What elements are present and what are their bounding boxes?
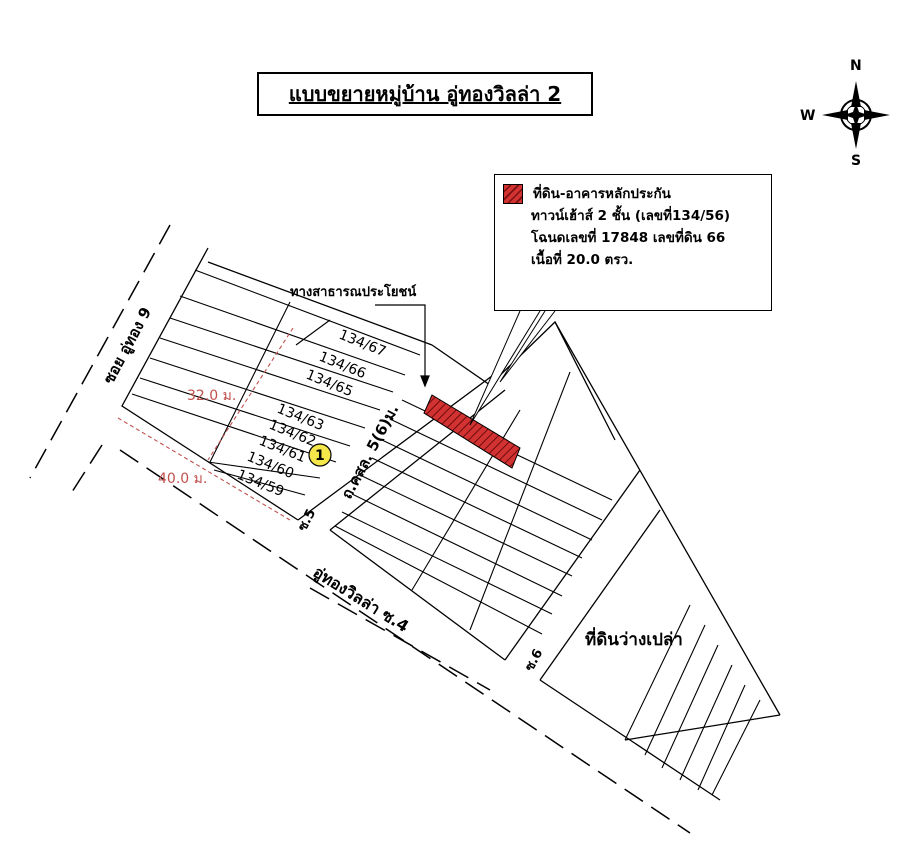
marker-1[interactable]: 1 (308, 443, 332, 467)
map-title-box: แบบขยายหมู่บ้าน อู่ทองวิลล่า 2 (257, 72, 593, 116)
ks-road-label: ถ.คสล. 5(6)ม. (338, 401, 403, 502)
far-block-lots (624, 604, 761, 796)
soi5-label: ซ.5 (295, 507, 319, 534)
legend-row: ที่ดิน-อาคารหลักประกัน (503, 183, 763, 205)
public-way-label: ทางสาธารณประโยชน์ (290, 283, 416, 300)
main-road-label: อู่ทองวิลล่า ซ.4 (309, 562, 412, 637)
legend-line-1: ที่ดิน-อาคารหลักประกัน (533, 186, 671, 202)
compass-w-label: W (800, 108, 815, 124)
legend-swatch (503, 184, 523, 204)
legend-box: ที่ดิน-อาคารหลักประกัน ทาวน์เฮ้าส์ 2 ชั้… (494, 174, 772, 311)
width-dimension-label: 32.0 ม. (187, 388, 236, 404)
legend-line-3: โฉนดเลขที่ 17848 เลขที่ดิน 66 (531, 230, 726, 246)
legend-line-2: ทาวน์เฮ้าส์ 2 ชั้น (เลขที่134/56) (531, 208, 731, 224)
right-block-lots (334, 371, 613, 635)
legend-pointer (469, 310, 556, 426)
marker-1-label: 1 (315, 448, 325, 464)
legend-line-4: เนื้อที่ 20.0 ตรว. (531, 252, 634, 268)
soi6-label: ซ.6 (522, 647, 546, 674)
lot-label: 134/67 (337, 327, 389, 360)
left-block-lots (131, 269, 421, 496)
block-outlines (121, 247, 781, 801)
collateral-plot[interactable] (423, 394, 521, 469)
public-way-arrow (375, 304, 430, 388)
compass-s-label: S (851, 153, 861, 169)
length-dimension-label: 40.0 ม. (158, 471, 207, 487)
soi9-label: ซอย อู่ทอง 9 (100, 304, 156, 387)
dimension-lines (117, 327, 294, 521)
road-boundaries (29, 224, 691, 834)
empty-land-label: ที่ดินว่างเปล่า (585, 627, 683, 650)
map-title: แบบขยายหมู่บ้าน อู่ทองวิลล่า 2 (288, 82, 562, 106)
compass-rose (822, 81, 890, 149)
compass-n-label: N (850, 58, 862, 74)
